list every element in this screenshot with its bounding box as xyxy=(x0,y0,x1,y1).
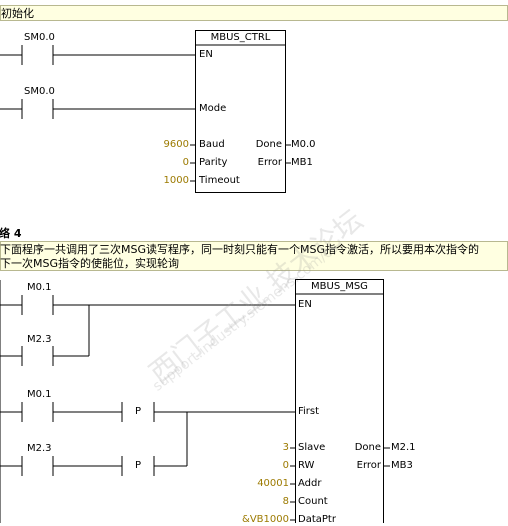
param-baud-value[interactable]: 9600 xyxy=(163,139,189,150)
param-count-value[interactable]: 8 xyxy=(282,496,289,507)
block-title: MBUS_CTRL xyxy=(210,32,271,43)
param-parity-value[interactable]: 0 xyxy=(182,157,189,168)
pin-rw: RW xyxy=(298,460,315,471)
pin-first: First xyxy=(298,406,320,417)
param-timeout-value[interactable]: 1000 xyxy=(163,175,189,186)
output-done-value[interactable]: M0.0 xyxy=(291,139,316,150)
contact-m0-1-first[interactable]: M0.1 xyxy=(27,389,52,400)
mbus-ctrl-block[interactable]: MBUS_CTRL EN Mode Baud Parity Timeout Do… xyxy=(196,31,285,192)
positive-transition-contact[interactable]: P xyxy=(135,406,142,417)
param-dataptr-value[interactable]: &VB1000 xyxy=(242,514,289,525)
positive-transition-contact[interactable]: P xyxy=(135,460,142,471)
contact-sm0-0-mode[interactable]: SM0.0 xyxy=(24,86,55,97)
pin-error: Error xyxy=(356,460,381,471)
pin-done: Done xyxy=(354,442,381,453)
mbus-msg-block[interactable]: MBUS_MSG EN First Slave RW Addr Count Da… xyxy=(296,280,383,525)
output-error-value[interactable]: MB1 xyxy=(291,157,313,168)
pin-slave: Slave xyxy=(298,442,326,453)
pin-dataptr: DataPtr xyxy=(298,514,336,525)
comment-line-1: 下面程序一共调用了三次MSG读写程序，同一时刻只能有一个MSG指令激活，所以要用… xyxy=(0,243,479,256)
pin-done: Done xyxy=(255,139,282,150)
param-slave-value[interactable]: 3 xyxy=(282,442,289,453)
contact-m2-3-en[interactable]: M2.3 xyxy=(27,334,52,345)
output-error-value[interactable]: MB3 xyxy=(391,460,413,471)
output-done-value[interactable]: M2.1 xyxy=(391,442,416,453)
network-4-label[interactable]: 网络 4 xyxy=(0,227,22,240)
param-rw-value[interactable]: 0 xyxy=(282,460,289,471)
contact-m0-1-en[interactable]: M0.1 xyxy=(27,282,52,293)
pin-baud: Baud xyxy=(199,139,225,150)
pin-timeout: Timeout xyxy=(199,175,240,186)
network-comment-text: 初始化 xyxy=(1,7,34,20)
network-comment[interactable]: 初始化 xyxy=(0,5,508,21)
pin-addr: Addr xyxy=(298,478,322,489)
pin-mode: Mode xyxy=(199,103,227,114)
block-title: MBUS_MSG xyxy=(311,281,368,292)
contact-sm0-0-en[interactable]: SM0.0 xyxy=(24,32,55,43)
pin-en: EN xyxy=(199,49,213,60)
pin-parity: Parity xyxy=(199,157,228,168)
pin-en: EN xyxy=(298,299,312,310)
pin-error: Error xyxy=(257,157,282,168)
pin-count: Count xyxy=(298,496,328,507)
comment-line-2: 能下一次MSG指令的使能位，实现轮询 xyxy=(0,257,179,270)
contact-m2-3-first[interactable]: M2.3 xyxy=(27,443,52,454)
param-addr-value[interactable]: 40001 xyxy=(257,478,289,489)
network-4-comment[interactable]: 下面程序一共调用了三次MSG读写程序，同一时刻只能有一个MSG指令激活，所以要用… xyxy=(0,241,508,271)
